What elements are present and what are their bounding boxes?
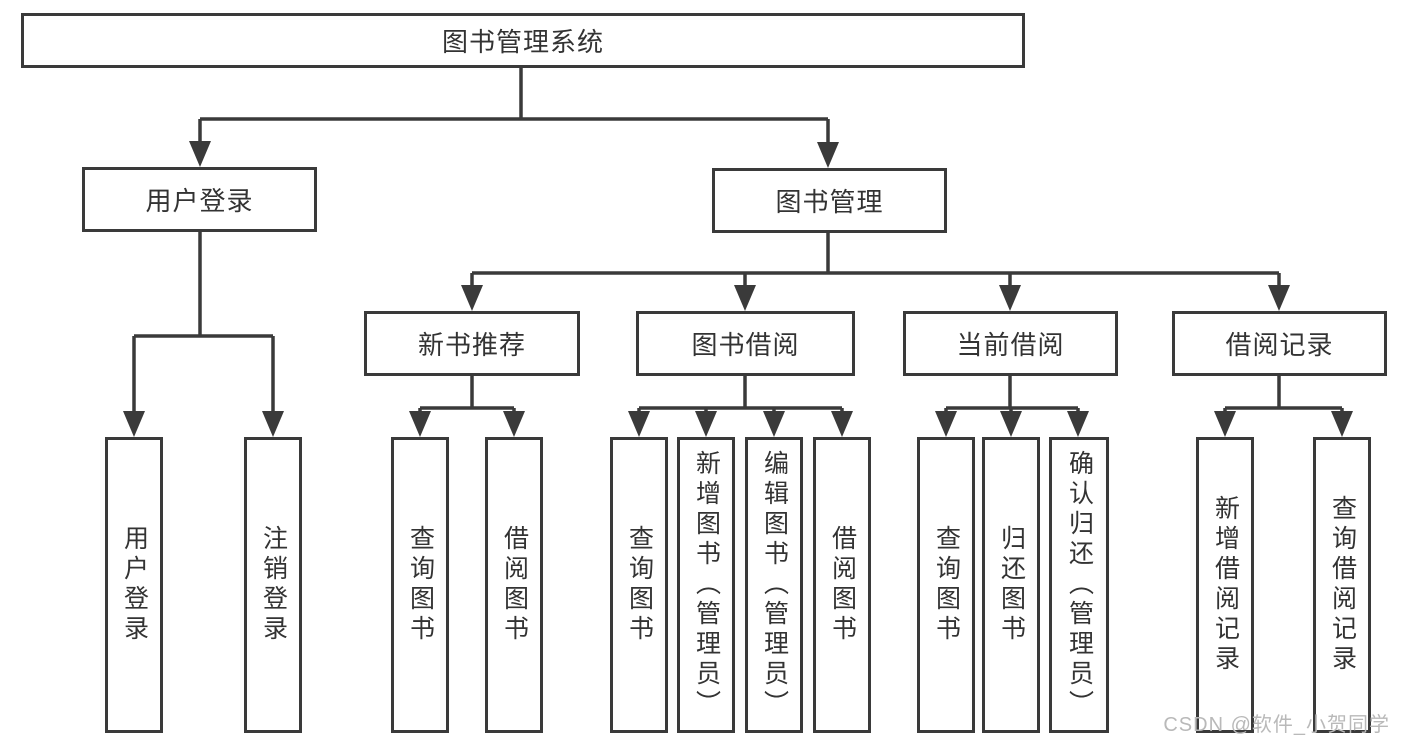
leaf-borrowing-borrow-books: 借阅图书 bbox=[813, 437, 871, 733]
leaf-current-return-books: 归还图书 bbox=[982, 437, 1040, 733]
leaf-logout: 注销登录 bbox=[244, 437, 302, 733]
node-current-borrowing: 当前借阅 bbox=[903, 311, 1118, 376]
node-root-system-label: 图书管理系统 bbox=[441, 27, 604, 57]
leaf-borrowing-add-book-admin-label: 新增图书（管理员） bbox=[692, 450, 721, 720]
node-root-system: 图书管理系统 bbox=[21, 13, 1025, 68]
node-book-management-label: 图书管理 bbox=[775, 187, 884, 217]
leaf-borrowing-add-book-admin: 新增图书（管理员） bbox=[677, 437, 735, 733]
leaf-user-login-label: 用户登录 bbox=[120, 525, 149, 645]
leaf-borrowing-query-books: 查询图书 bbox=[610, 437, 668, 733]
leaf-current-query-books-label: 查询图书 bbox=[932, 525, 961, 645]
leaf-borrowing-query-books-label: 查询图书 bbox=[625, 525, 654, 645]
node-book-management: 图书管理 bbox=[712, 168, 947, 233]
leaf-records-add-borrow-record: 新增借阅记录 bbox=[1196, 437, 1254, 733]
leaf-current-confirm-return-admin: 确认归还（管理员） bbox=[1049, 437, 1109, 733]
node-book-borrowing-label: 图书借阅 bbox=[691, 330, 800, 360]
leaf-newbooks-borrow-books: 借阅图书 bbox=[485, 437, 543, 733]
leaf-records-query-borrow-record-label: 查询借阅记录 bbox=[1328, 495, 1357, 675]
node-new-book-recommend: 新书推荐 bbox=[364, 311, 580, 376]
node-borrow-records-label: 借阅记录 bbox=[1225, 330, 1334, 360]
node-current-borrowing-label: 当前借阅 bbox=[956, 330, 1065, 360]
node-new-book-recommend-label: 新书推荐 bbox=[417, 330, 526, 360]
node-borrow-records: 借阅记录 bbox=[1172, 311, 1387, 376]
node-user-login-label: 用户登录 bbox=[145, 186, 254, 216]
leaf-user-login: 用户登录 bbox=[105, 437, 163, 733]
leaf-borrowing-edit-book-admin-label: 编辑图书（管理员） bbox=[760, 450, 789, 720]
leaf-newbooks-query-books-label: 查询图书 bbox=[406, 525, 435, 645]
leaf-borrowing-borrow-books-label: 借阅图书 bbox=[828, 525, 857, 645]
leaf-current-confirm-return-admin-label: 确认归还（管理员） bbox=[1065, 450, 1094, 720]
leaf-logout-label: 注销登录 bbox=[259, 525, 288, 645]
arrowheads bbox=[123, 141, 1353, 437]
leaf-current-query-books: 查询图书 bbox=[917, 437, 975, 733]
leaf-records-add-borrow-record-label: 新增借阅记录 bbox=[1211, 495, 1240, 675]
leaf-current-return-books-label: 归还图书 bbox=[997, 525, 1026, 645]
leaf-records-query-borrow-record: 查询借阅记录 bbox=[1313, 437, 1371, 733]
leaf-borrowing-edit-book-admin: 编辑图书（管理员） bbox=[745, 437, 803, 733]
leaf-newbooks-query-books: 查询图书 bbox=[391, 437, 449, 733]
leaf-newbooks-borrow-books-label: 借阅图书 bbox=[500, 525, 529, 645]
csdn-watermark: CSDN @软件_小贺同学 bbox=[1163, 714, 1390, 736]
node-user-login: 用户登录 bbox=[82, 167, 317, 232]
node-book-borrowing: 图书借阅 bbox=[636, 311, 855, 376]
